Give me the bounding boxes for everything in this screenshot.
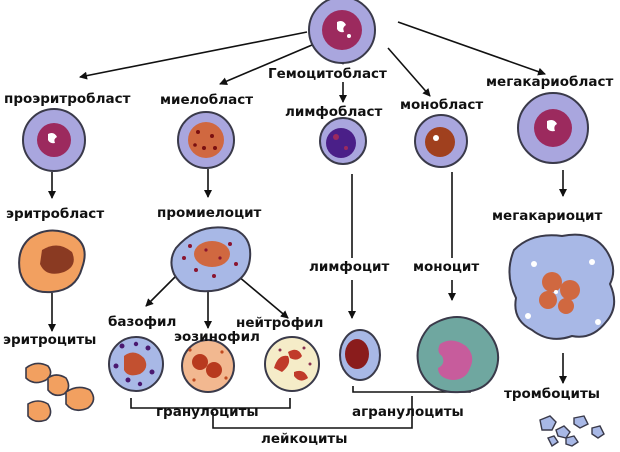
erythrocyte [25, 362, 52, 384]
arrow-hemo-to-proerythroblast [79, 31, 308, 80]
basophil-label: базофил [108, 314, 177, 330]
myeloblast-cell [177, 111, 235, 169]
thrombocyte [565, 435, 579, 447]
lymphoblast-cell [319, 117, 367, 165]
monocyte-cell [416, 316, 500, 394]
hemocytoblast-label: Гемоцитобласт [268, 66, 387, 82]
arrow-hemo-to-myeloblast [219, 44, 313, 85]
promyelocyte-label: промиелоцит [157, 205, 262, 221]
thrombocytes-group [539, 415, 605, 448]
megakaryoblast-label: мегакариобласт [486, 74, 614, 90]
monocyte-label: моноцит [413, 259, 480, 275]
myeloblast-label: миелобласт [160, 92, 254, 108]
megakaryocyte-cell [508, 233, 616, 340]
megakaryocyte-label: мегакариоцит [492, 208, 603, 224]
leukocytes-bracket [212, 396, 413, 429]
proerythroblast-label: проэритробласт [4, 91, 131, 107]
agranulocytes-label: агранулоциты [352, 404, 464, 420]
proerythroblast-cell [22, 108, 86, 172]
megakaryoblast-cell [517, 92, 589, 164]
monoblast-cell [414, 114, 468, 168]
arrows [48, 21, 567, 384]
arrow-hemo-to-monoblast [387, 47, 431, 97]
hemocytoblast-cell [308, 0, 376, 64]
thrombocyte [547, 435, 559, 448]
thrombocytes-label: тромбоциты [504, 386, 600, 402]
erythrocyte [65, 386, 95, 412]
neutrophil-cell [264, 336, 320, 392]
thrombocyte [539, 415, 557, 431]
basophil-cell [108, 336, 164, 392]
erythrocyte [27, 400, 52, 423]
monoblast-label: монобласт [400, 97, 484, 113]
erythroblast-label: эритробласт [6, 206, 105, 222]
arrow-promyelocyte-to-neutrophil [237, 275, 289, 319]
eosinophil-label: эозинофил [174, 329, 260, 345]
lymphocyte-cell [339, 329, 381, 381]
erythroblast-cell [18, 229, 86, 294]
promyelocyte-cell [170, 226, 252, 293]
thrombocyte [555, 425, 571, 439]
arrow-promyelocyte-to-basophil [145, 275, 177, 307]
neutrophil-label: нейтрофил [236, 315, 324, 331]
granulocytes-bracket [130, 398, 291, 409]
thrombocyte [591, 425, 605, 439]
lymphoblast-label: лимфобласт [285, 104, 383, 120]
lymphocyte-label: лимфоцит [309, 259, 390, 275]
eosinophil-cell [181, 339, 235, 393]
leukocytes-label: лейкоциты [261, 431, 348, 447]
thrombocyte [573, 415, 589, 429]
arrow-hemo-to-megakaryoblast [397, 21, 546, 76]
erythrocytes-label: эритроциты [3, 332, 97, 348]
granulocytes-label: гранулоциты [156, 404, 259, 420]
erythrocyte [47, 374, 70, 397]
erythrocytes-group [25, 362, 95, 423]
